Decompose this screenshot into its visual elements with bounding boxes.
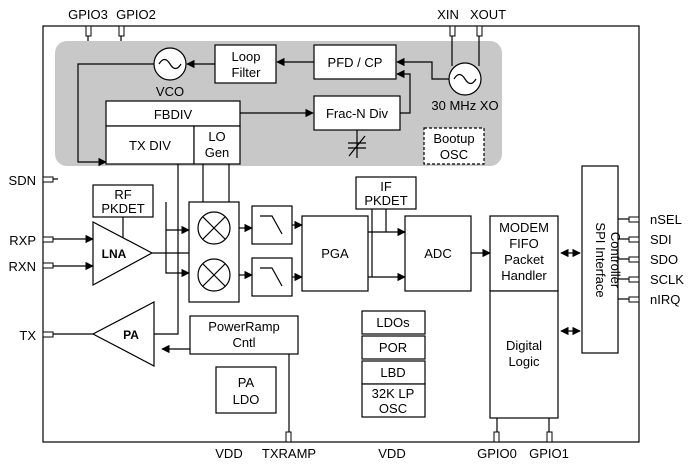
pa-ldo-label-2: LDO: [233, 392, 260, 407]
lp-osc-label-2: OSC: [379, 401, 407, 416]
bootup-osc-label-2: OSC: [440, 147, 468, 162]
modem-label-3: Packet: [504, 252, 544, 267]
pin-tx-label: TX: [19, 328, 36, 343]
if-pkdet-label-1: IF: [380, 179, 392, 194]
pin-gpio2-label: GPIO2: [116, 7, 156, 22]
bootup-osc-block: Bootup OSC: [423, 127, 485, 165]
loop-filter-block: Loop Filter: [214, 44, 277, 84]
lowpass-filter-q: [251, 257, 293, 297]
digital-logic-label-2: Logic: [508, 354, 540, 369]
pin-txramp-label: TXRAMP: [262, 446, 316, 461]
powerramp-label-1: PowerRamp: [208, 319, 280, 334]
digital-logic-block: Digital Logic: [489, 290, 559, 419]
pin-vdd-left-label: VDD: [215, 446, 242, 461]
pa-ldo-block: PA LDO: [215, 366, 277, 414]
tx-div-label: TX DIV: [129, 138, 171, 153]
lna-label: LNA: [102, 247, 127, 261]
pfd-cp-label: PFD / CP: [328, 55, 383, 70]
pin-sdi-label: SDI: [650, 232, 672, 247]
pin-sdo-label: SDO: [650, 252, 678, 267]
ldos-label: LDOs: [376, 315, 410, 330]
pin-rxn-label: RXN: [9, 259, 36, 274]
pin-gpio1-label: GPIO1: [529, 446, 569, 461]
support-stack: LDOs POR LBD 32K LP OSC: [361, 310, 426, 418]
if-pkdet-label-2: PKDET: [364, 193, 407, 208]
lp-osc-label-1: 32K LP: [372, 386, 415, 401]
spi-interface-block: SPI Interface Controller: [581, 165, 623, 354]
lo-gen-block: LO Gen: [193, 125, 241, 165]
pin-xin: XIN: [437, 7, 459, 37]
pa-ldo-label-1: PA: [238, 375, 255, 390]
fbdiv-label: FBDIV: [154, 107, 193, 122]
pin-gpio1: GPIO1: [529, 431, 569, 461]
pin-sclk-label: SCLK: [650, 272, 684, 287]
spi-label-1: SPI Interface: [593, 222, 608, 297]
rf-pkdet-label-1: RF: [114, 187, 131, 202]
frac-n-div-block: Frac-N Div: [313, 95, 401, 131]
pa-block: PA: [91, 301, 155, 367]
adc-block: ADC: [404, 215, 472, 292]
pga-block: PGA: [301, 215, 369, 292]
pin-nirq: nIRQ: [618, 292, 680, 307]
vco-label: VCO: [156, 84, 184, 99]
xo-label: 30 MHz XO: [431, 98, 498, 113]
frac-n-div-label: Frac-N Div: [326, 106, 389, 121]
pin-gpio3: GPIO3: [68, 7, 108, 37]
mixer-block: [188, 201, 240, 303]
spi-label-2: Controller: [608, 232, 623, 289]
powerramp-block: PowerRamp Cntl: [189, 315, 299, 355]
fbdiv-block: FBDIV: [105, 100, 241, 127]
bootup-osc-label-1: Bootup: [433, 131, 474, 146]
modem-block: MODEM FIFO Packet Handler: [489, 215, 559, 292]
powerramp-label-2: Cntl: [232, 335, 255, 350]
pga-label: PGA: [321, 246, 349, 261]
modem-label-2: FIFO: [509, 236, 539, 251]
pfd-cp-block: PFD / CP: [313, 44, 397, 80]
tx-div-block: TX DIV: [105, 125, 195, 165]
pin-sclk: SCLK: [618, 272, 684, 287]
adc-label: ADC: [424, 246, 451, 261]
xo-block: 30 MHz XO: [431, 62, 499, 113]
por-label: POR: [379, 340, 407, 355]
lowpass-filter-i: [251, 205, 293, 245]
modem-label-1: MODEM: [499, 220, 549, 235]
loop-filter-label-2: Filter: [232, 65, 262, 80]
lo-gen-label-2: Gen: [205, 145, 230, 160]
pin-xin-label: XIN: [437, 7, 459, 22]
loop-filter-label-1: Loop: [232, 49, 261, 64]
rf-pkdet-label-2: PKDET: [101, 201, 144, 216]
vco-block: VCO: [153, 47, 187, 99]
lbd-label: LBD: [380, 365, 405, 380]
pin-xout-label: XOUT: [470, 7, 506, 22]
pin-rxp-label: RXP: [9, 233, 36, 248]
synth-wiring: [77, 36, 480, 167]
signal-wiring: [53, 164, 581, 432]
digital-logic-label-1: Digital: [506, 338, 542, 353]
pin-nsel-label: nSEL: [650, 212, 682, 227]
pin-sdn-label: SDN: [9, 173, 36, 188]
lo-gen-label-1: LO: [208, 129, 225, 144]
pin-vdd-mid-label: VDD: [378, 446, 405, 461]
pin-sdi: SDI: [618, 232, 672, 247]
pin-gpio0-label: GPIO0: [477, 446, 517, 461]
pin-sdo: SDO: [618, 252, 678, 267]
pin-gpio3-label: GPIO3: [68, 7, 108, 22]
pin-nirq-label: nIRQ: [650, 292, 680, 307]
rf-pkdet-block: RF PKDET: [92, 184, 154, 218]
pin-nsel: nSEL: [618, 212, 682, 227]
modem-label-4: Handler: [501, 268, 547, 283]
pa-label: PA: [123, 328, 139, 342]
if-pkdet-block: IF PKDET: [355, 176, 417, 210]
